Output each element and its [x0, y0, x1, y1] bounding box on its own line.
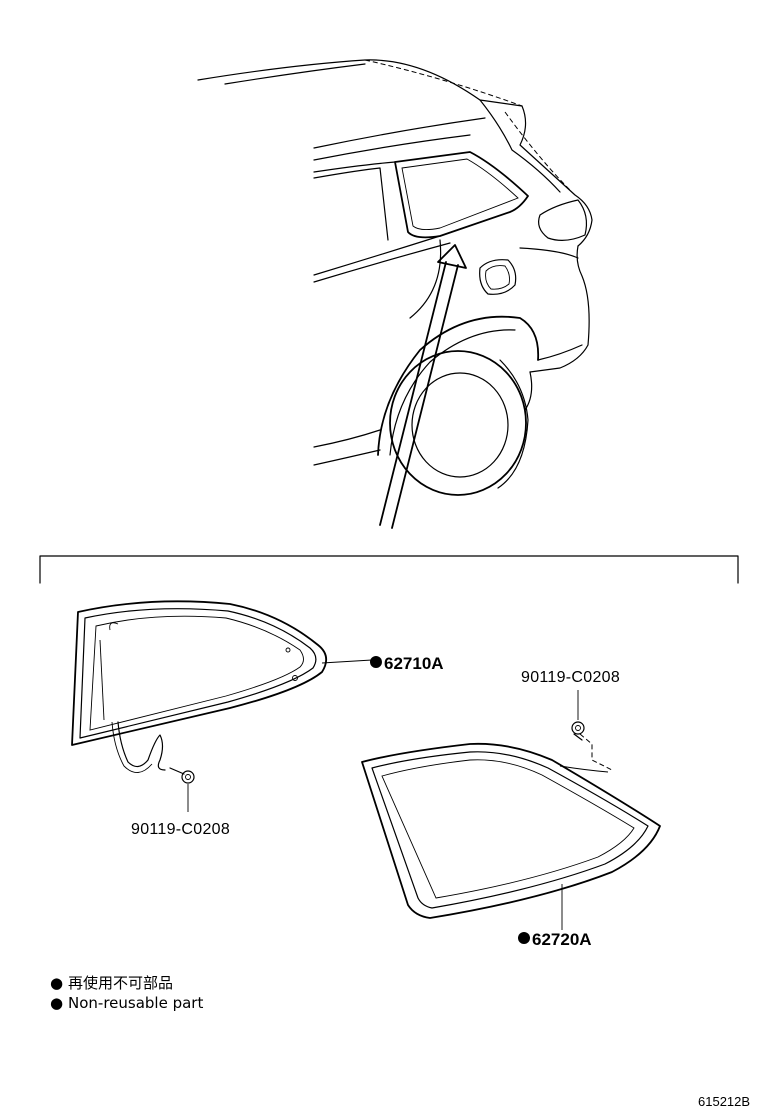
part-number-glass-left: 62710A — [384, 654, 444, 673]
non-reusable-marker — [370, 656, 382, 668]
diagram-code: 615212B — [698, 1094, 750, 1109]
legend: ● 再使用不可部品 ● Non-reusable part — [50, 974, 203, 1012]
part-number-clip-right: 90119-C0208 — [521, 669, 620, 686]
group-bracket — [39, 555, 739, 584]
non-reusable-marker — [518, 932, 530, 944]
leader-line-left-glass — [321, 659, 373, 664]
clip-right — [571, 690, 585, 741]
part-number-glass-right: 62720A — [532, 930, 592, 949]
vehicle-rear-illustration — [197, 59, 593, 529]
quarter-glass-right — [361, 733, 661, 919]
clip-left — [169, 767, 195, 812]
part-number-clip-left: 90119-C0208 — [131, 821, 230, 838]
quarter-glass-left — [71, 600, 328, 773]
legend-text-english: Non-reusable part — [68, 994, 203, 1012]
legend-text-japanese: 再使用不可部品 — [68, 974, 173, 992]
legend-marker: ● — [50, 974, 63, 992]
legend-marker: ● — [50, 994, 63, 1012]
